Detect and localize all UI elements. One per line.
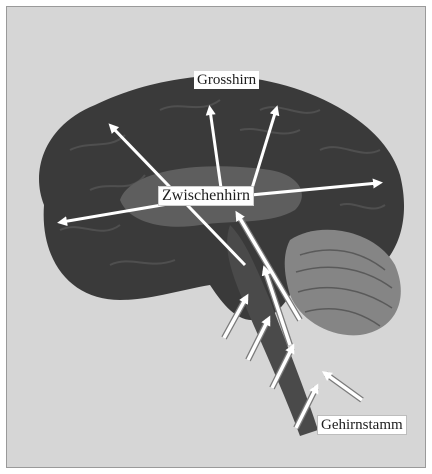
label-zwischenhirn: Zwischenhirn [158, 186, 254, 206]
label-grosshirn: Grosshirn [194, 71, 259, 89]
label-gehirnstamm: Gehirnstamm [317, 415, 407, 435]
